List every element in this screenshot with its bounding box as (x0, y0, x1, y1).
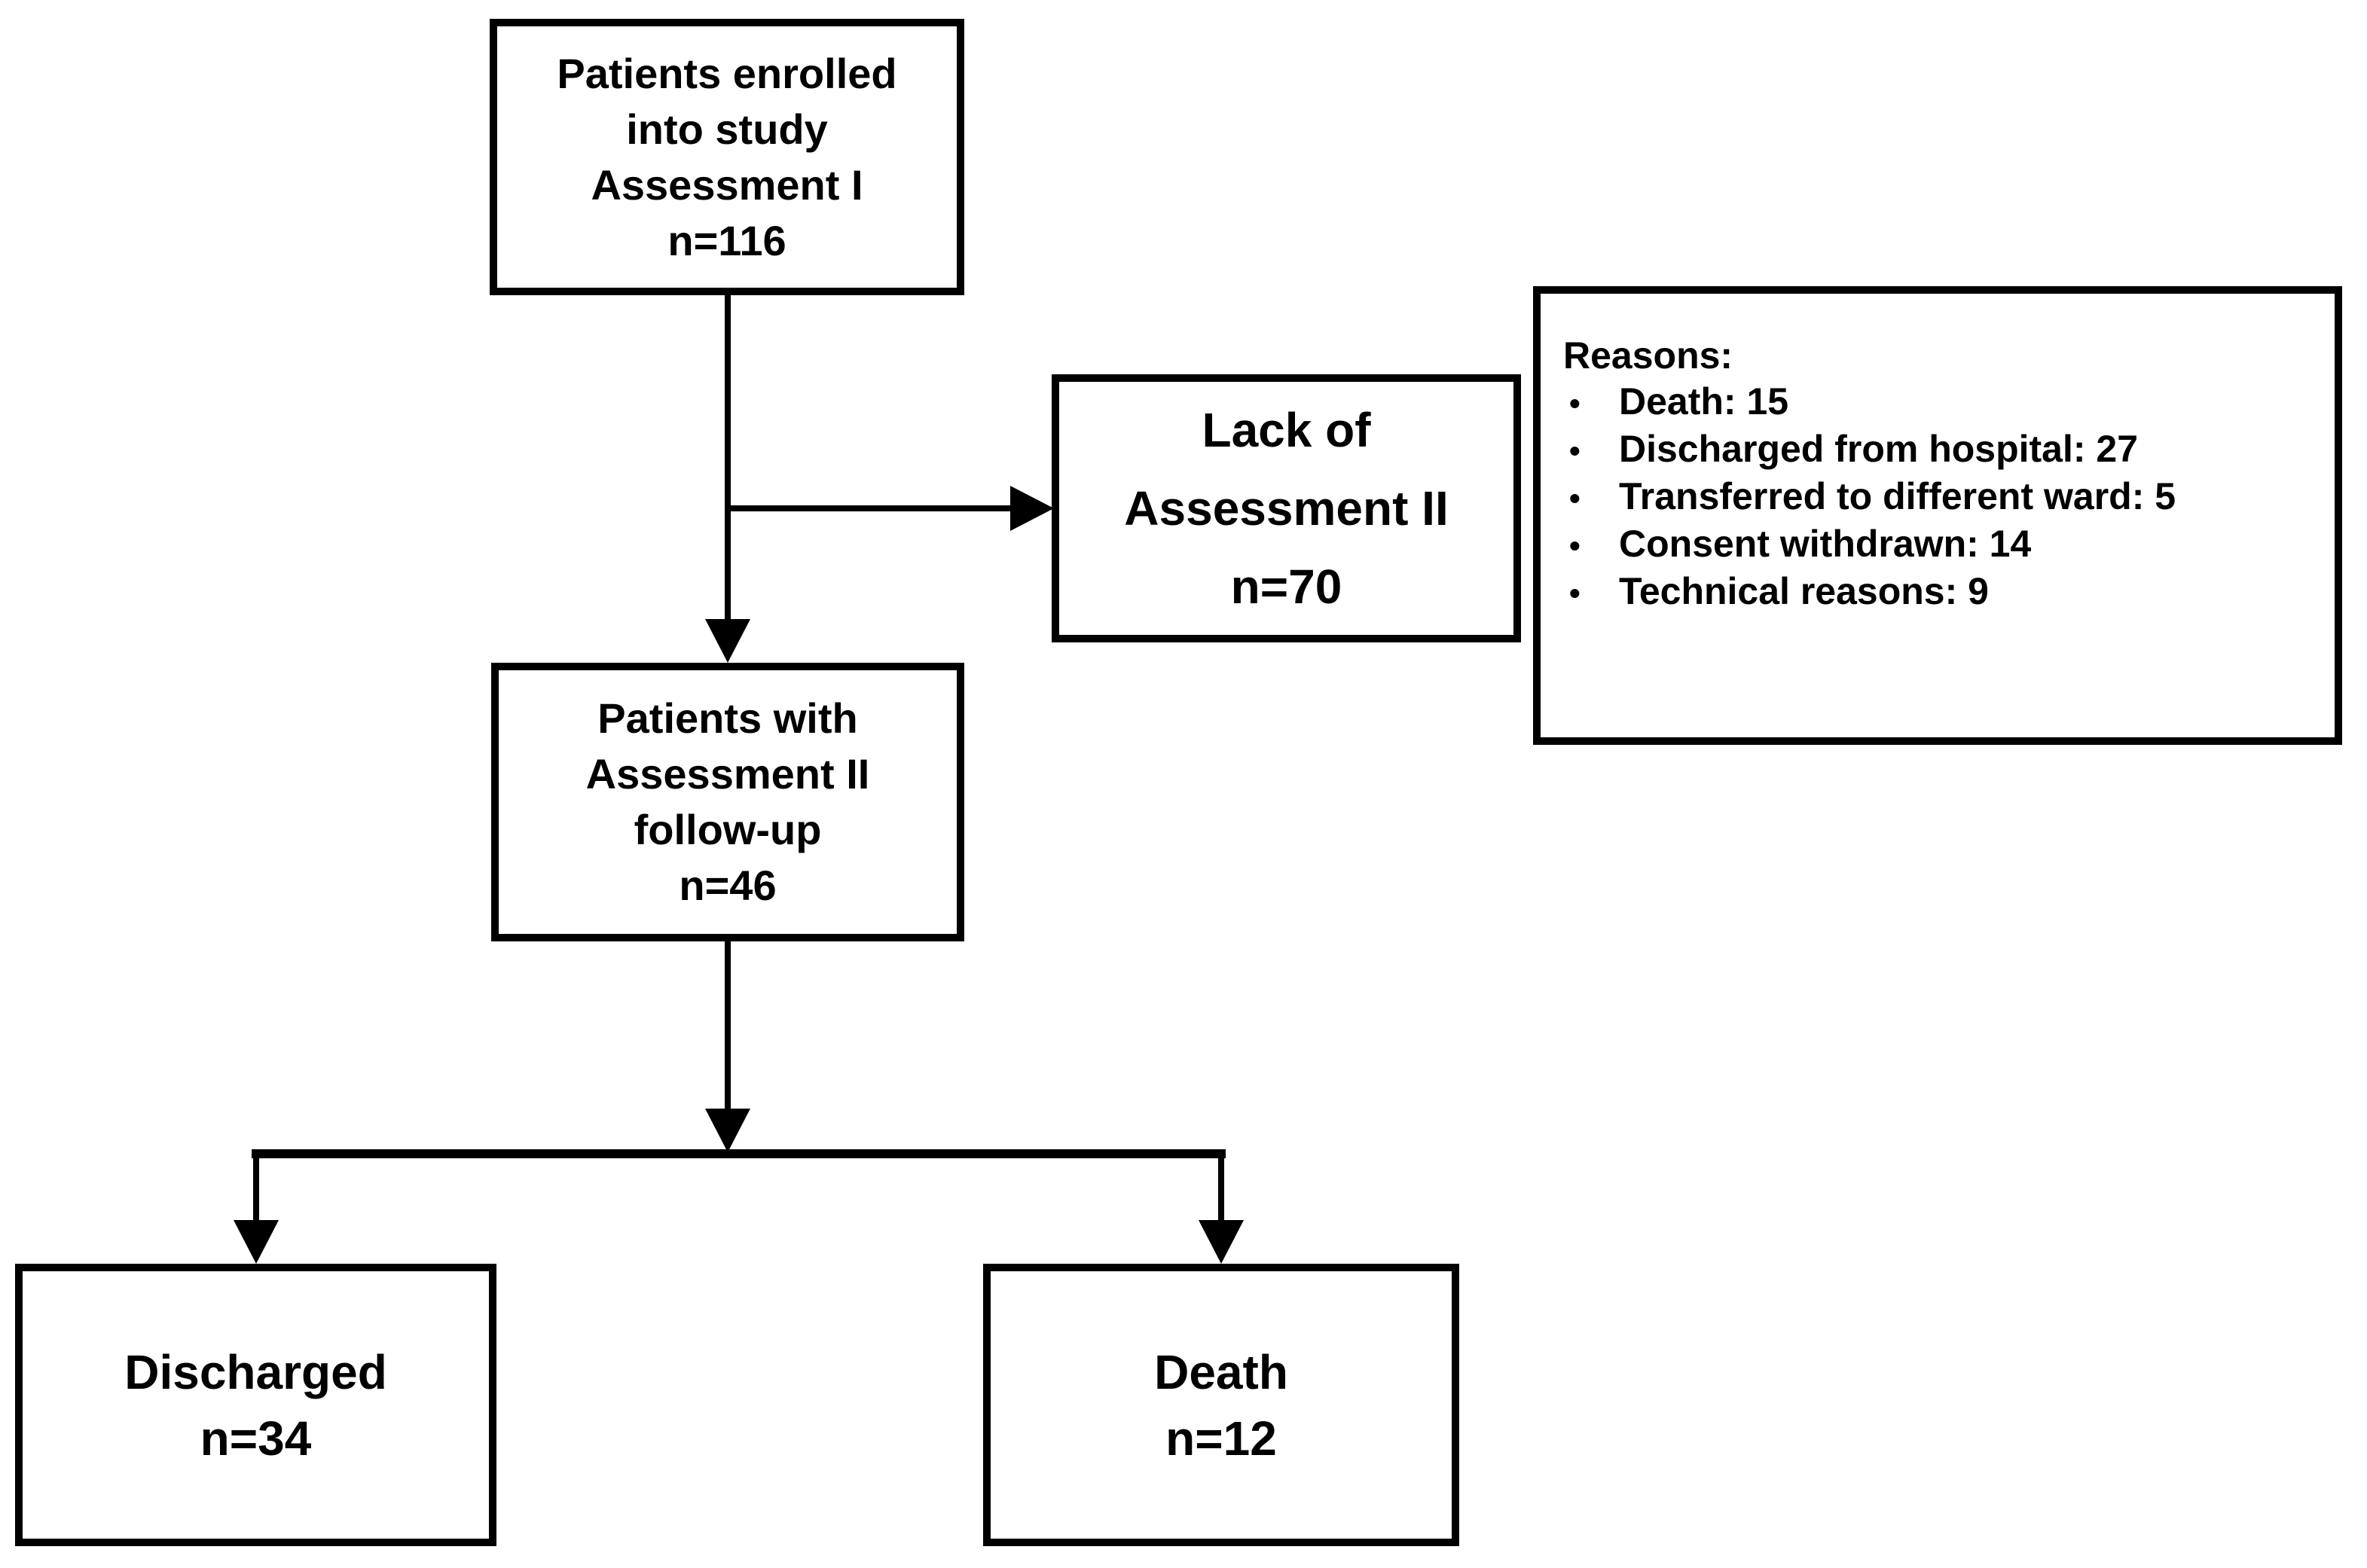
reason-item-consent: • Consent withdrawn: 14 (1563, 521, 2031, 569)
reason-item-death: • Death: 15 (1563, 379, 1788, 426)
reason-text: Technical reasons: 9 (1619, 570, 1989, 612)
lack-count: n=70 (1230, 560, 1342, 614)
box-reasons: Reasons: • Death: 15 • Discharged from h… (1533, 286, 2342, 745)
reason-text: Consent withdrawn: 14 (1619, 523, 2032, 565)
discharged-label: Discharged (124, 1344, 387, 1399)
followup-line-3: follow-up (634, 806, 822, 853)
bullet-icon: • (1569, 480, 1581, 516)
box-patients-enrolled: Patients enrolled into study Assessment … (490, 19, 964, 295)
reasons-heading: Reasons: (1563, 334, 1733, 377)
lack-line-1: Lack of (1202, 403, 1371, 457)
connector-branch-to-lack (725, 505, 1012, 511)
box-assessment-ii-followup: Patients with Assessment II follow-up n=… (491, 663, 964, 941)
box-death: Death n=12 (983, 1264, 1459, 1546)
bullet-icon: • (1569, 433, 1581, 468)
connector-split-to-discharged (253, 1158, 259, 1220)
reason-item-discharged: • Discharged from hospital: 27 (1563, 426, 2138, 474)
arrowhead-down-followup-icon (705, 619, 750, 663)
connector-split-bar (252, 1149, 1226, 1158)
discharged-count: n=34 (200, 1411, 312, 1466)
bullet-icon: • (1569, 528, 1581, 563)
bullet-icon: • (1569, 575, 1581, 611)
bullet-icon: • (1569, 386, 1581, 421)
enrolled-count: n=116 (667, 216, 786, 264)
arrowhead-down-death-icon (1199, 1220, 1244, 1264)
reason-text: Discharged from hospital: 27 (1619, 428, 2139, 470)
connector-split-to-death (1218, 1158, 1224, 1220)
death-label: Death (1154, 1344, 1288, 1399)
death-count: n=12 (1165, 1411, 1277, 1466)
reason-text: Transferred to different ward: 5 (1619, 475, 2176, 517)
followup-count: n=46 (679, 862, 777, 909)
reason-item-technical: • Technical reasons: 9 (1563, 569, 1989, 616)
box-discharged: Discharged n=34 (15, 1264, 496, 1546)
enrolled-line-1: Patients enrolled (557, 49, 897, 97)
reason-text: Death: 15 (1619, 380, 1789, 423)
connector-followup-to-split (725, 941, 731, 1109)
reason-item-transferred: • Transferred to different ward: 5 (1563, 474, 2176, 521)
followup-line-2: Assessment II (585, 750, 870, 798)
box-lack-of-assessment: Lack of Assessment II n=70 (1052, 374, 1521, 642)
enrolled-line-2: into study (626, 105, 828, 153)
arrowhead-down-discharged-icon (234, 1220, 279, 1264)
enrolled-line-3: Assessment I (591, 160, 863, 209)
arrowhead-down-split-icon (705, 1109, 750, 1152)
connector-enrolled-to-followup (725, 295, 731, 625)
followup-line-1: Patients with (597, 694, 858, 742)
lack-line-2: Assessment II (1124, 481, 1449, 535)
arrowhead-right-lack-icon (1010, 486, 1054, 531)
